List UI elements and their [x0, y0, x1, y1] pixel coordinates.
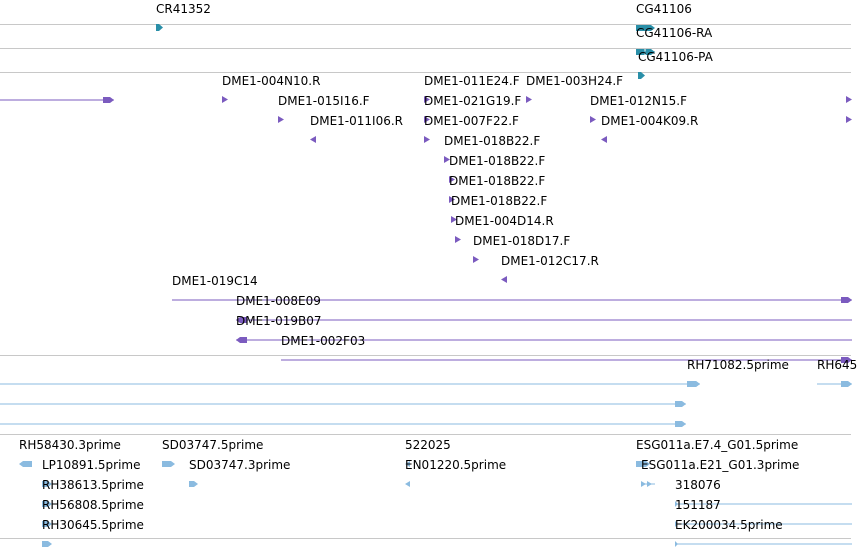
feature-label[interactable]: EK200034.5prime: [675, 518, 783, 532]
triangle-right-icon[interactable]: [526, 88, 532, 107]
feature-label[interactable]: DME1-015I16.F: [278, 94, 370, 108]
line-arrow-right-icon[interactable]: [817, 372, 852, 391]
feature-label[interactable]: DME1-019B07: [236, 314, 322, 328]
feature-label[interactable]: DME1-019C14: [172, 274, 258, 288]
line-icon[interactable]: [675, 512, 852, 531]
feature-label[interactable]: RH30645.5prime: [42, 518, 144, 532]
feature-label[interactable]: RH71082.5prime: [687, 358, 789, 372]
transcript-bar-icon[interactable]: [636, 40, 655, 59]
feature-label[interactable]: DME1-012N15.F: [590, 94, 688, 108]
triangle-right-icon[interactable]: [846, 108, 852, 127]
arrow-right-icon[interactable]: [687, 372, 700, 391]
feature-label[interactable]: DME1-018B22.F: [451, 194, 548, 208]
feature-label[interactable]: CG41106-PA: [638, 50, 713, 64]
line-arrow-left-icon[interactable]: [236, 308, 852, 327]
feature-label[interactable]: CR41352: [156, 2, 211, 16]
feature-label[interactable]: SD03747.5prime: [162, 438, 264, 452]
triangle-right-icon[interactable]: [449, 168, 455, 187]
feature-label[interactable]: DME1-018B22.F: [449, 174, 546, 188]
triangle-left-icon[interactable]: [405, 452, 410, 471]
feature-label[interactable]: ESG011a.E21_G01.3prime: [641, 458, 800, 472]
feature-label[interactable]: EN01220.5prime: [405, 458, 507, 472]
track-separator: [0, 24, 851, 25]
triangle-right-icon[interactable]: [424, 128, 430, 147]
triangle-right-icon[interactable]: [444, 148, 450, 167]
feature-label[interactable]: DME1-018D17.F: [473, 234, 571, 248]
line-arrow-right-icon[interactable]: [0, 392, 686, 411]
arrow-right-icon[interactable]: [42, 512, 52, 531]
feature-label[interactable]: RH645: [817, 358, 857, 372]
feature-label[interactable]: DME1-004D14.R: [455, 214, 554, 228]
line-arrow-right-icon[interactable]: [0, 372, 700, 391]
feature-label[interactable]: CG41106: [636, 2, 692, 16]
triangle-left-icon[interactable]: [405, 472, 410, 491]
triangle-right-icon[interactable]: [424, 88, 430, 107]
arrow-right-icon[interactable]: [42, 532, 52, 551]
arrow-left-icon[interactable]: [19, 452, 32, 471]
arrow-right-icon[interactable]: [636, 452, 650, 471]
triangle-right-icon[interactable]: [590, 108, 596, 127]
triangle-right-icon[interactable]: [222, 88, 228, 107]
feature-label[interactable]: DME1-018B22.F: [449, 154, 546, 168]
feature-label[interactable]: CG41106-RA: [636, 26, 713, 40]
triangle-right-icon[interactable]: [424, 108, 430, 127]
feature-label[interactable]: DME1-012C17.R: [501, 254, 599, 268]
feature-label[interactable]: DME1-018B22.F: [444, 134, 541, 148]
track-separator: [0, 72, 851, 73]
feature-label[interactable]: DME1-021G19.F: [424, 94, 522, 108]
triangle-right-icon[interactable]: [473, 248, 479, 267]
triangle-right-icon[interactable]: [455, 228, 461, 247]
line-icon[interactable]: [675, 532, 852, 551]
arrow-right-icon[interactable]: [42, 492, 52, 511]
feature-label[interactable]: DME1-002F03: [281, 334, 366, 348]
feature-label[interactable]: RH56808.5prime: [42, 498, 144, 512]
feature-label[interactable]: 151187: [675, 498, 721, 512]
line-arrow-right-icon[interactable]: [281, 348, 852, 367]
double-arrow-right-icon[interactable]: [641, 472, 655, 491]
feature-label[interactable]: LP10891.5prime: [42, 458, 141, 472]
feature-label[interactable]: DME1-011E24.F: [424, 74, 520, 88]
feature-label[interactable]: DME1-003H24.F: [526, 74, 624, 88]
line-arrow-right-icon[interactable]: [172, 288, 852, 307]
triangle-right-icon[interactable]: [278, 108, 284, 127]
feature-label[interactable]: DME1-011I06.R: [310, 114, 404, 128]
arrow-right-icon[interactable]: [189, 472, 198, 491]
arrow-right-icon[interactable]: [162, 452, 175, 471]
track-separator: [0, 538, 851, 539]
track-separator: [0, 355, 851, 356]
feature-label[interactable]: DME1-007F22.F: [424, 114, 519, 128]
arrow-right-icon[interactable]: [156, 16, 163, 35]
gene-bar-icon[interactable]: [636, 16, 655, 35]
triangle-left-icon[interactable]: [601, 128, 607, 147]
triangle-right-icon[interactable]: [846, 88, 852, 107]
track-separator: [0, 434, 851, 435]
feature-label[interactable]: RH58430.3prime: [19, 438, 121, 452]
feature-label[interactable]: SD03747.3prime: [189, 458, 291, 472]
line-icon[interactable]: [675, 492, 852, 511]
line-arrow-left-icon[interactable]: [236, 328, 852, 347]
arrow-right-icon[interactable]: [42, 472, 52, 491]
feature-label[interactable]: DME1-008E09: [236, 294, 321, 308]
line-arrow-right-icon[interactable]: [0, 88, 114, 107]
feature-label[interactable]: DME1-004N10.R: [222, 74, 321, 88]
track-separator: [0, 48, 851, 49]
triangle-left-icon[interactable]: [310, 128, 316, 147]
triangle-right-icon[interactable]: [449, 188, 455, 207]
arrow-right-icon[interactable]: [638, 64, 645, 83]
feature-label[interactable]: 318076: [675, 478, 721, 492]
triangle-right-icon[interactable]: [451, 208, 457, 227]
feature-label[interactable]: ESG011a.E7.4_G01.5prime: [636, 438, 799, 452]
feature-label[interactable]: 522025: [405, 438, 451, 452]
triangle-left-icon[interactable]: [501, 268, 507, 287]
feature-label[interactable]: RH38613.5prime: [42, 478, 144, 492]
line-arrow-right-icon[interactable]: [0, 412, 686, 431]
feature-label[interactable]: DME1-004K09.R: [601, 114, 699, 128]
